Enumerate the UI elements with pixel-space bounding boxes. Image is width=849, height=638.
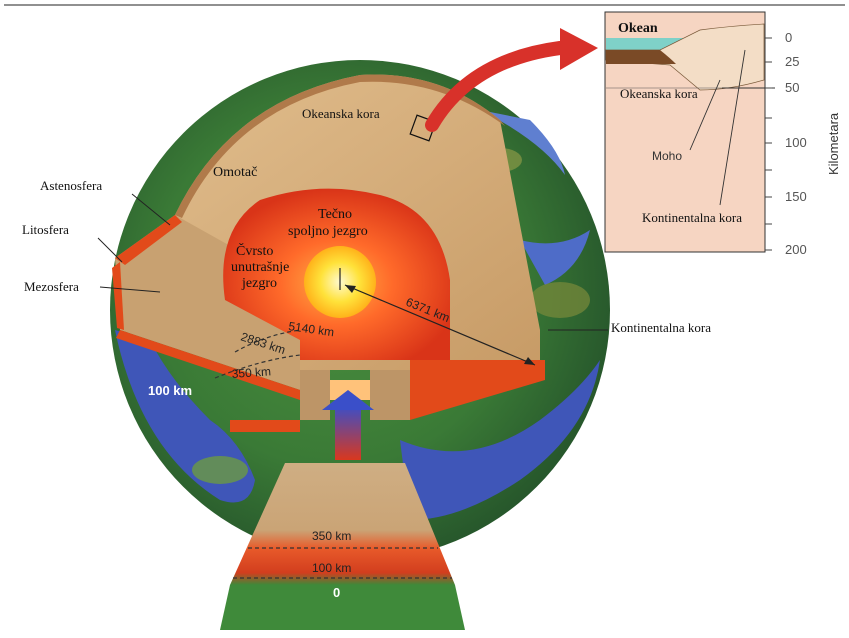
ocean-region-right [400, 360, 600, 520]
km-axis: 0 25 50 100 150 200 Kilometara [765, 30, 841, 257]
axis-tick-label-200: 200 [785, 242, 807, 257]
crust-wedge [220, 463, 465, 630]
label-moho: Moho [652, 149, 682, 163]
label-depth-5140: 5140 km [288, 319, 336, 339]
lower-red-ledge [230, 420, 300, 432]
asthenosphere-band-right [410, 360, 545, 420]
ocean-region-mid [520, 230, 590, 285]
label-oceanic-crust-globe: Okeanska kora [302, 106, 380, 121]
label-mantle: Omotač [213, 165, 257, 180]
radius-arrowhead [524, 357, 535, 365]
label-ocean: Okean [618, 21, 658, 36]
zoom-arrow-shaft [335, 405, 361, 460]
label-wedge-350: 350 km [312, 529, 351, 543]
notch-glow [330, 380, 370, 400]
asthenosphere-band-bottom [116, 330, 300, 400]
dashed-line-350 [214, 354, 301, 379]
land-patch [530, 282, 590, 318]
axis-tick-label-25: 25 [785, 54, 799, 69]
lithosphere-leader [97, 237, 123, 263]
axis-title-kilometers: Kilometara [826, 112, 841, 175]
wedge-surface [220, 585, 465, 630]
label-mesosphere: Mezosfera [24, 279, 79, 294]
label-lithosphere: Litosfera [22, 222, 69, 237]
label-continental-crust-globe: Kontinentalna kora [611, 320, 711, 335]
asthenosphere-leader [131, 193, 171, 226]
notch-face [300, 370, 330, 420]
wedge-body [230, 463, 455, 585]
axis-tick-label-100: 100 [785, 135, 807, 150]
ocean-region-top [480, 110, 565, 175]
label-asthenosphere: Astenosfera [40, 178, 102, 193]
mesosphere-leader [99, 286, 161, 293]
label-continental-crust-inset: Kontinentalna kora [642, 210, 742, 225]
label-inner-core-3: jezgro [241, 276, 277, 291]
label-inner-core-1: Čvrsto [236, 242, 273, 259]
mantle-cut-face-left [115, 215, 300, 390]
label-depth-100: 100 km [148, 383, 192, 398]
inset-oceanic-crust [606, 50, 676, 64]
notch-face [370, 370, 410, 420]
label-inner-core-2: unutrašnje [231, 260, 289, 275]
label-outer-core-1: Tečno [318, 207, 352, 222]
label-depth-350: 350 km [231, 364, 271, 381]
axis-tick-label-50: 50 [785, 80, 799, 95]
crust-inset: 0 25 50 100 150 200 Kilometara Okean Oke… [604, 11, 841, 257]
callout-arrowhead [560, 28, 598, 70]
axis-tick-label-0: 0 [785, 30, 792, 45]
label-wedge-0: 0 [333, 585, 340, 600]
callout-arrow [425, 41, 567, 132]
land-patch [192, 456, 248, 484]
label-wedge-100: 100 km [312, 561, 351, 575]
asthenosphere-band [115, 215, 182, 265]
lithosphere-band [112, 262, 124, 330]
label-oceanic-crust-inset: Okeanska kora [620, 86, 698, 101]
label-outer-core-2: spoljno jezgro [288, 224, 368, 239]
continental-leader [719, 49, 746, 206]
radius-line [344, 284, 536, 366]
moho-leader [689, 79, 721, 151]
globe [110, 60, 610, 560]
inset-continental-crust [605, 23, 765, 91]
axis-tick-label-150: 150 [785, 189, 807, 204]
zoom-arrow-head [322, 390, 374, 410]
radius-arrowhead [345, 285, 356, 293]
